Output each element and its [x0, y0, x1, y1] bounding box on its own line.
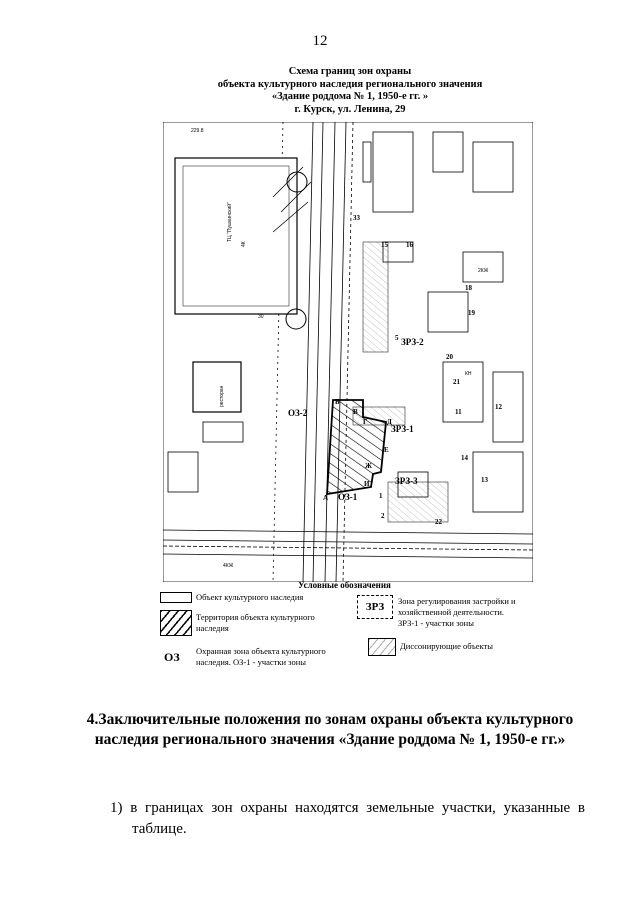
map-label: 11 [455, 408, 462, 416]
zone-label-oz2: ОЗ-2 [288, 408, 308, 418]
map-label: 12 [495, 403, 503, 411]
map-label: В [353, 408, 358, 416]
map-label: 16 [406, 241, 414, 249]
legend-zrz-symbol: ЗРЗ [357, 595, 393, 619]
map-label: А [323, 494, 328, 502]
page-number: 12 [312, 33, 328, 49]
map-label: Б [335, 398, 340, 406]
map-label: 19 [468, 309, 476, 317]
zone-labels: ОЗ-1 ОЗ-2 ЗРЗ-1 ЗРЗ-2 ЗРЗ-3 [288, 337, 424, 502]
zone-label-zrz3: ЗРЗ-3 [395, 476, 418, 486]
map-title-line: объекта культурного наследия регионально… [217, 78, 483, 90]
map-label: 20 [446, 353, 454, 361]
map-label: И [364, 480, 370, 488]
map-number: 30 [258, 314, 264, 320]
restaurant-building [192, 361, 242, 413]
section-heading: 4.Заключительные положения по зонам охра… [86, 711, 574, 748]
paragraph-line: 1) в границах зон охраны находятся земел… [110, 800, 585, 816]
legend-dissonant: Диссонирующие объекты [400, 641, 493, 651]
legend-oz-symbol: ОЗ [164, 650, 180, 664]
mall-floors: 4К [241, 241, 247, 247]
paragraph: 1) в границах зон охраны находятся земел… [110, 798, 585, 840]
map-label: Е [384, 446, 389, 454]
buildings [167, 131, 524, 513]
map-label: 15 [381, 241, 389, 249]
zone-map: ТЦ "Пушкинский" 4К 229.8 30 ресторан ОЗ-… [163, 122, 533, 582]
map-label: 2 [381, 512, 385, 520]
avenue [272, 122, 354, 582]
legend-heritage-object-swatch [160, 592, 192, 603]
map-title: Схема границ зон охраны объекта культурн… [150, 66, 550, 116]
point-labels: 33 15 16 18 19 20 21 5 22 12 11 13 14 1 … [323, 214, 503, 526]
restaurant-label: ресторан [219, 385, 225, 407]
fountain [285, 308, 307, 330]
map-title-line: г. Курск, ул. Ленина, 29 [294, 103, 406, 115]
paragraph-line: таблице. [132, 821, 187, 837]
map-label: Г [363, 418, 368, 426]
map-title-line: «Здание роддома № 1, 1950-е гг. » [271, 91, 429, 102]
legend-dissonant-swatch [368, 638, 396, 656]
map-label: 2КЖ [478, 268, 489, 274]
legend-zrz: Зона регулирования застройки и хозяйстве… [398, 596, 516, 628]
map-label: 1 [379, 492, 383, 500]
legend-oz: Охранная зона объекта культурного наслед… [196, 646, 326, 667]
map-label: 33 [353, 214, 361, 222]
map-label: 18 [465, 284, 473, 292]
map-title-line: Схема границ зон охраны [288, 66, 412, 77]
legend-territory-swatch [160, 610, 192, 636]
legend-title: Условные обозначения [298, 580, 391, 590]
map-label: Д [387, 418, 392, 426]
map-label: Ж [365, 462, 372, 470]
map-label: 5 [395, 334, 399, 342]
map-label: 14 [461, 454, 469, 462]
zone-label-oz1: ОЗ-1 [338, 492, 358, 502]
mall-building [174, 157, 298, 315]
legend-territory: Территория объекта культурного наследия [196, 612, 315, 633]
legend-heritage-object: Объект культурного наследия [196, 592, 304, 602]
cross-street [163, 529, 533, 559]
map-label: 4КЖ [223, 563, 234, 569]
map-label: КН [465, 371, 472, 377]
map-label: 13 [481, 476, 489, 484]
zone-label-zrz2: ЗРЗ-2 [401, 337, 424, 347]
heritage-territory [326, 399, 387, 496]
map-label: 22 [435, 518, 443, 526]
mall-label: ТЦ "Пушкинский" [226, 202, 233, 242]
map-label: 21 [453, 378, 461, 386]
fountain [286, 171, 308, 193]
zone-label-zrz1: ЗРЗ-1 [391, 424, 414, 434]
elevation-label: 229.8 [191, 128, 204, 134]
